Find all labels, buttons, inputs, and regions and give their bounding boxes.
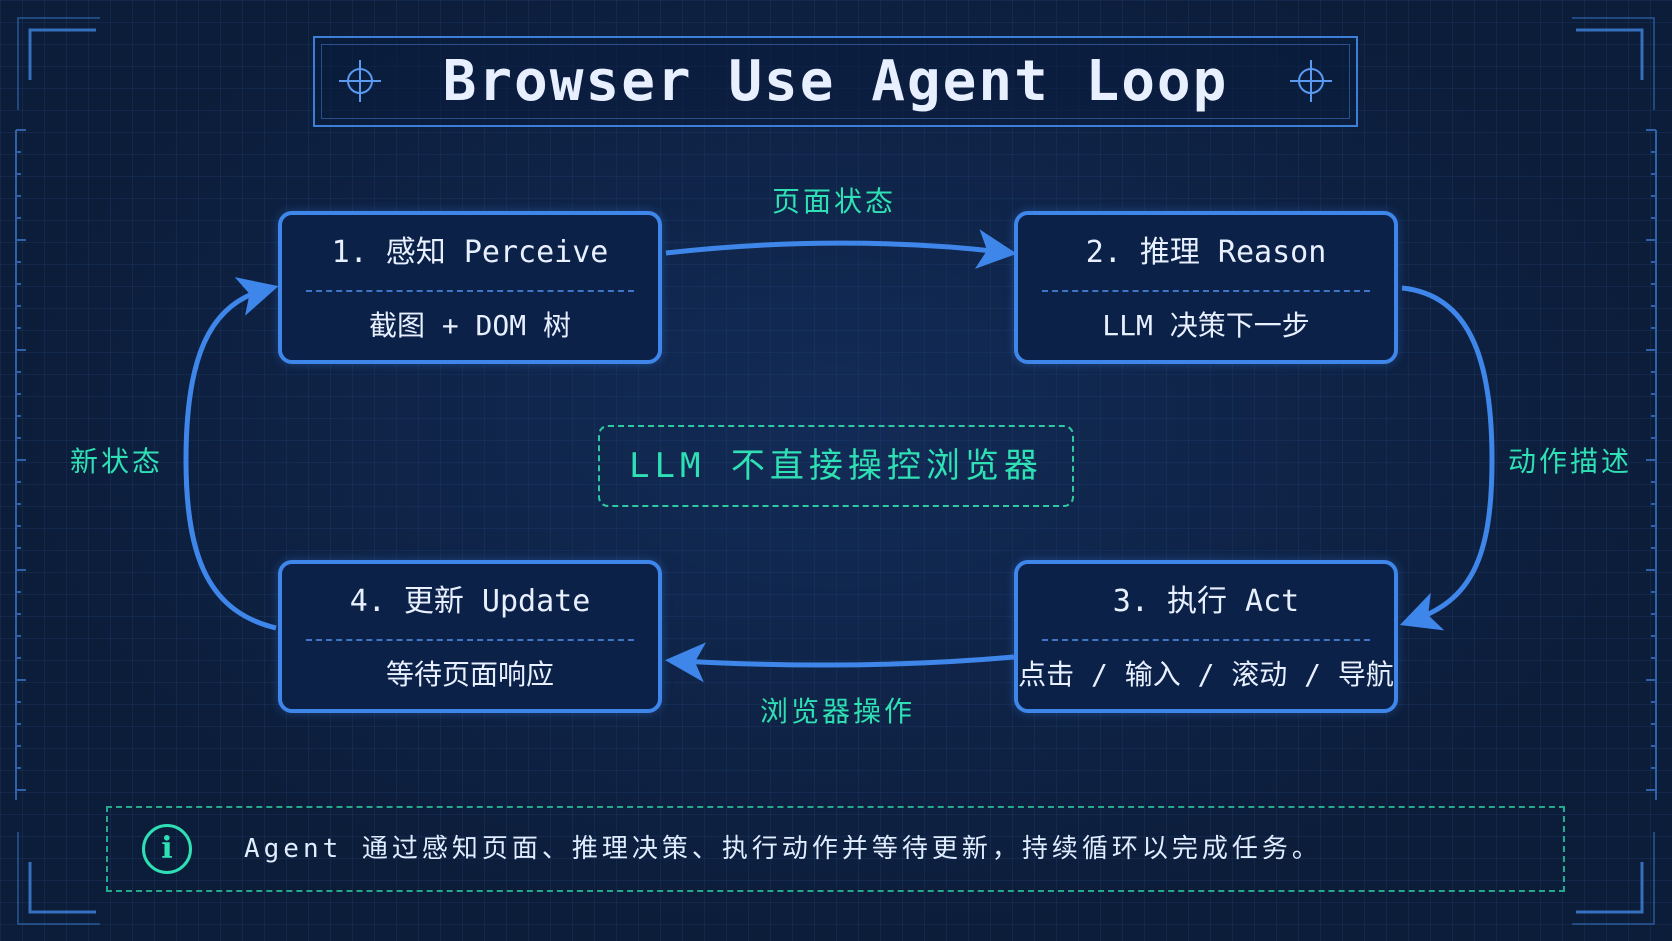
node-divider [306,639,634,641]
crosshair-icon [339,60,381,102]
node-act: 3. 执行 Act 点击 / 输入 / 滚动 / 导航 [1014,560,1398,713]
node-reason: 2. 推理 Reason LLM 决策下一步 [1014,211,1398,364]
edge-label-new-state: 新状态 [70,445,164,478]
left-ruler [15,129,26,800]
page-title: Browser Use Agent Loop [442,49,1229,114]
node-description: 等待页面响应 [385,658,554,691]
info-bar: i Agent 通过感知页面、推理决策、执行动作并等待更新，持续循环以完成任务。 [106,806,1565,892]
node-title: 1. 感知 Perceive [331,235,609,270]
arrow-perceive-to-reason [665,229,1017,269]
arrow-update-to-perceive [183,277,279,631]
node-description: LLM 决策下一步 [1102,309,1310,342]
right-ruler [1646,129,1657,800]
node-update: 4. 更新 Update 等待页面响应 [278,560,662,713]
node-description: 截图 + DOM 树 [368,309,571,342]
node-description: 点击 / 输入 / 滚动 / 导航 [1018,658,1394,691]
node-title: 4. 更新 Update [349,584,591,619]
node-divider [1042,290,1370,292]
info-text: Agent 通过感知页面、推理决策、执行动作并等待更新，持续循环以完成任务。 [244,834,1322,864]
edge-label-browser-operation: 浏览器操作 [760,695,916,728]
center-note: LLM 不直接操控浏览器 [598,425,1074,507]
node-divider [1042,639,1370,641]
edge-label-action-description: 动作描述 [1508,445,1633,478]
node-perceive: 1. 感知 Perceive 截图 + DOM 树 [278,211,662,364]
arrow-reason-to-act [1399,285,1495,631]
edge-label-page-state: 页面状态 [772,185,897,218]
node-title: 3. 执行 Act [1112,584,1300,619]
crosshair-icon [1290,60,1332,102]
node-divider [306,290,634,292]
arrow-act-to-update [665,642,1015,683]
title-frame: Browser Use Agent Loop [313,36,1358,127]
corner-brackets [28,28,1644,914]
info-icon: i [142,824,192,874]
node-title: 2. 推理 Reason [1085,235,1327,270]
